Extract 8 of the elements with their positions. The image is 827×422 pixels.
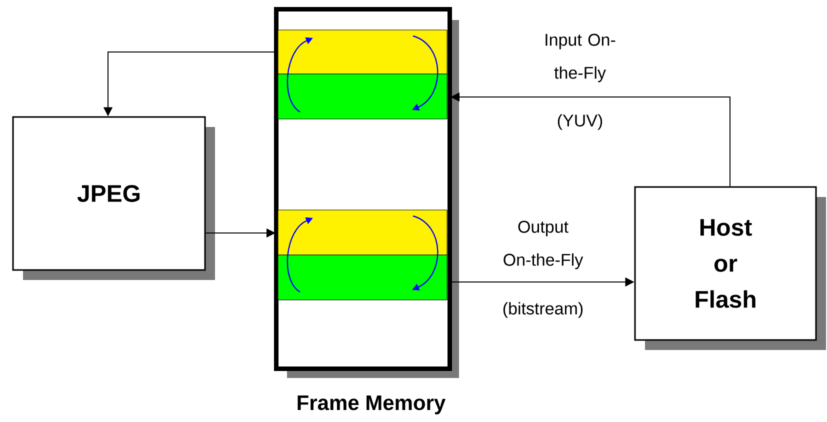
- memory-block: Frame Memory: [274, 7, 459, 414]
- process-box: Host or Flash: [634, 186, 826, 350]
- edge-label: Output On-the-Fly: [504, 220, 584, 270]
- node-label: Frame Memory: [298, 396, 446, 414]
- note-label: (YUV): [558, 114, 602, 130]
- note-label: (bitstream): [503, 302, 583, 318]
- edge-label: Input On-the-Fly: [546, 34, 616, 82]
- process-box: JPEG: [12, 116, 215, 280]
